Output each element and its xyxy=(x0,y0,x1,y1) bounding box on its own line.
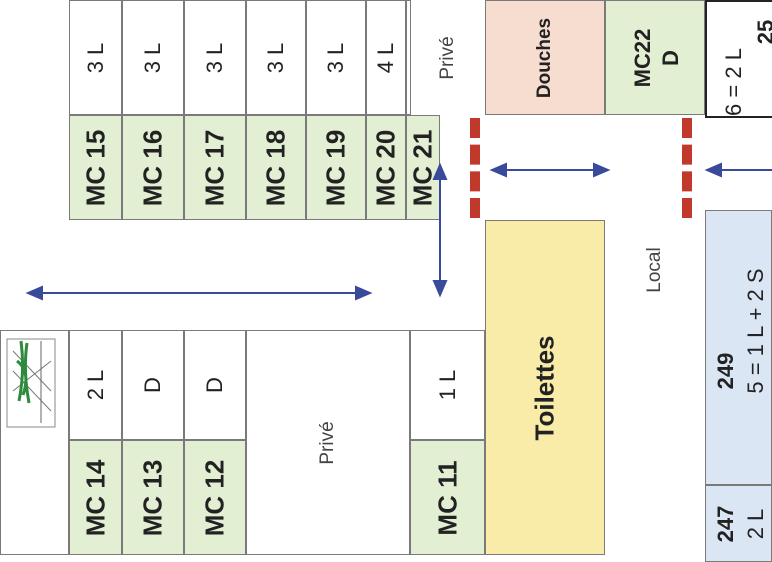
room-label: MC 17 xyxy=(199,129,230,206)
room-mc15-beds: 3 L xyxy=(69,0,122,115)
arrow-head xyxy=(489,162,507,178)
room-mc13-beds: D xyxy=(122,330,184,440)
room-mc12-beds: D xyxy=(184,330,246,440)
room-label: MC 13 xyxy=(137,459,168,536)
room-mc16-beds: 3 L xyxy=(122,0,184,115)
bed-count: 3 L xyxy=(263,42,288,73)
room-mc19-beds: 3 L xyxy=(306,0,366,115)
prive-label: Privé xyxy=(437,35,458,80)
door-right xyxy=(682,118,692,218)
room-label: MC 12 xyxy=(199,459,230,536)
room-mc20-beds: 4 L xyxy=(366,0,406,115)
plant-image xyxy=(0,330,69,555)
toilettes-label: Toilettes xyxy=(529,335,560,440)
room-mc17-beds: 3 L xyxy=(184,0,246,115)
room-mc22: MC22 D xyxy=(605,0,705,115)
room-label: MC 11 xyxy=(432,459,462,536)
room-mc16: MC 16 xyxy=(122,115,184,220)
arrow-head xyxy=(704,162,722,178)
room-toilettes: Toilettes xyxy=(485,220,605,555)
room-label: MC 16 xyxy=(137,129,168,206)
bed-count: 2 L xyxy=(82,369,108,401)
room-mc18: MC 18 xyxy=(246,115,306,220)
douches-label: Douches xyxy=(534,17,555,98)
room-label: MC 15 xyxy=(80,129,110,206)
bed-count: 3 L xyxy=(202,42,227,73)
room-mc14-beds: 2 L xyxy=(69,330,122,440)
bed-count: 3 L xyxy=(323,42,348,73)
mc22-sub: D xyxy=(658,49,683,66)
plant-icon xyxy=(6,338,56,428)
room-label: MC 20 xyxy=(370,129,401,206)
door-left xyxy=(470,118,480,218)
room-25-num: 25 xyxy=(752,19,772,45)
room-label: MC 18 xyxy=(260,129,291,206)
arrow-head xyxy=(432,280,448,298)
room-prive-left: Privé xyxy=(246,330,410,555)
room-local: Local xyxy=(605,205,705,335)
bed-count: D xyxy=(202,377,227,393)
arrow-head xyxy=(593,162,611,178)
room-249: 249 5 = 1 L + 2 S xyxy=(705,210,772,485)
room-prive-top: Privé xyxy=(410,0,485,115)
room-mc12: MC 12 xyxy=(184,440,246,555)
mc22-label: MC22 xyxy=(630,28,655,87)
bed-count: D xyxy=(140,377,165,393)
room-mc13: MC 13 xyxy=(122,440,184,555)
room-247-num: 247 xyxy=(713,505,738,543)
room-mc18-beds: 3 L xyxy=(246,0,306,115)
local-label: Local xyxy=(644,247,665,293)
room-25: 25 6 = 2 L xyxy=(705,0,772,118)
room-label: MC 19 xyxy=(320,129,351,206)
room-247: 247 2 L xyxy=(705,485,772,562)
arrow-head xyxy=(355,285,373,301)
room-249-num: 249 xyxy=(713,352,738,390)
bed-count: 1 L xyxy=(434,369,460,401)
room-mc21: MC 21 xyxy=(406,115,440,220)
bed-count: 4 L xyxy=(373,42,398,73)
room-mc20: MC 20 xyxy=(366,115,406,220)
room-douches: Douches xyxy=(485,0,605,115)
room-mc19: MC 19 xyxy=(306,115,366,220)
room-mc11: MC 11 xyxy=(410,440,485,555)
prive-label: Privé xyxy=(317,420,338,465)
room-mc15: MC 15 xyxy=(69,115,122,220)
bed-count: 3 L xyxy=(140,42,165,73)
room-label: MC 21 xyxy=(407,129,438,206)
room-247-info: 2 L xyxy=(743,508,768,540)
room-25-info: 6 = 2 L xyxy=(721,48,747,116)
room-249-info: 5 = 1 L + 2 S xyxy=(743,268,768,394)
room-mc17: MC 17 xyxy=(184,115,246,220)
bed-count: 3 L xyxy=(82,42,108,73)
arrow-head xyxy=(25,285,43,301)
room-mc14: MC 14 xyxy=(69,440,122,555)
room-mc11-beds: 1 L xyxy=(410,330,485,440)
room-label: MC 14 xyxy=(80,459,110,536)
